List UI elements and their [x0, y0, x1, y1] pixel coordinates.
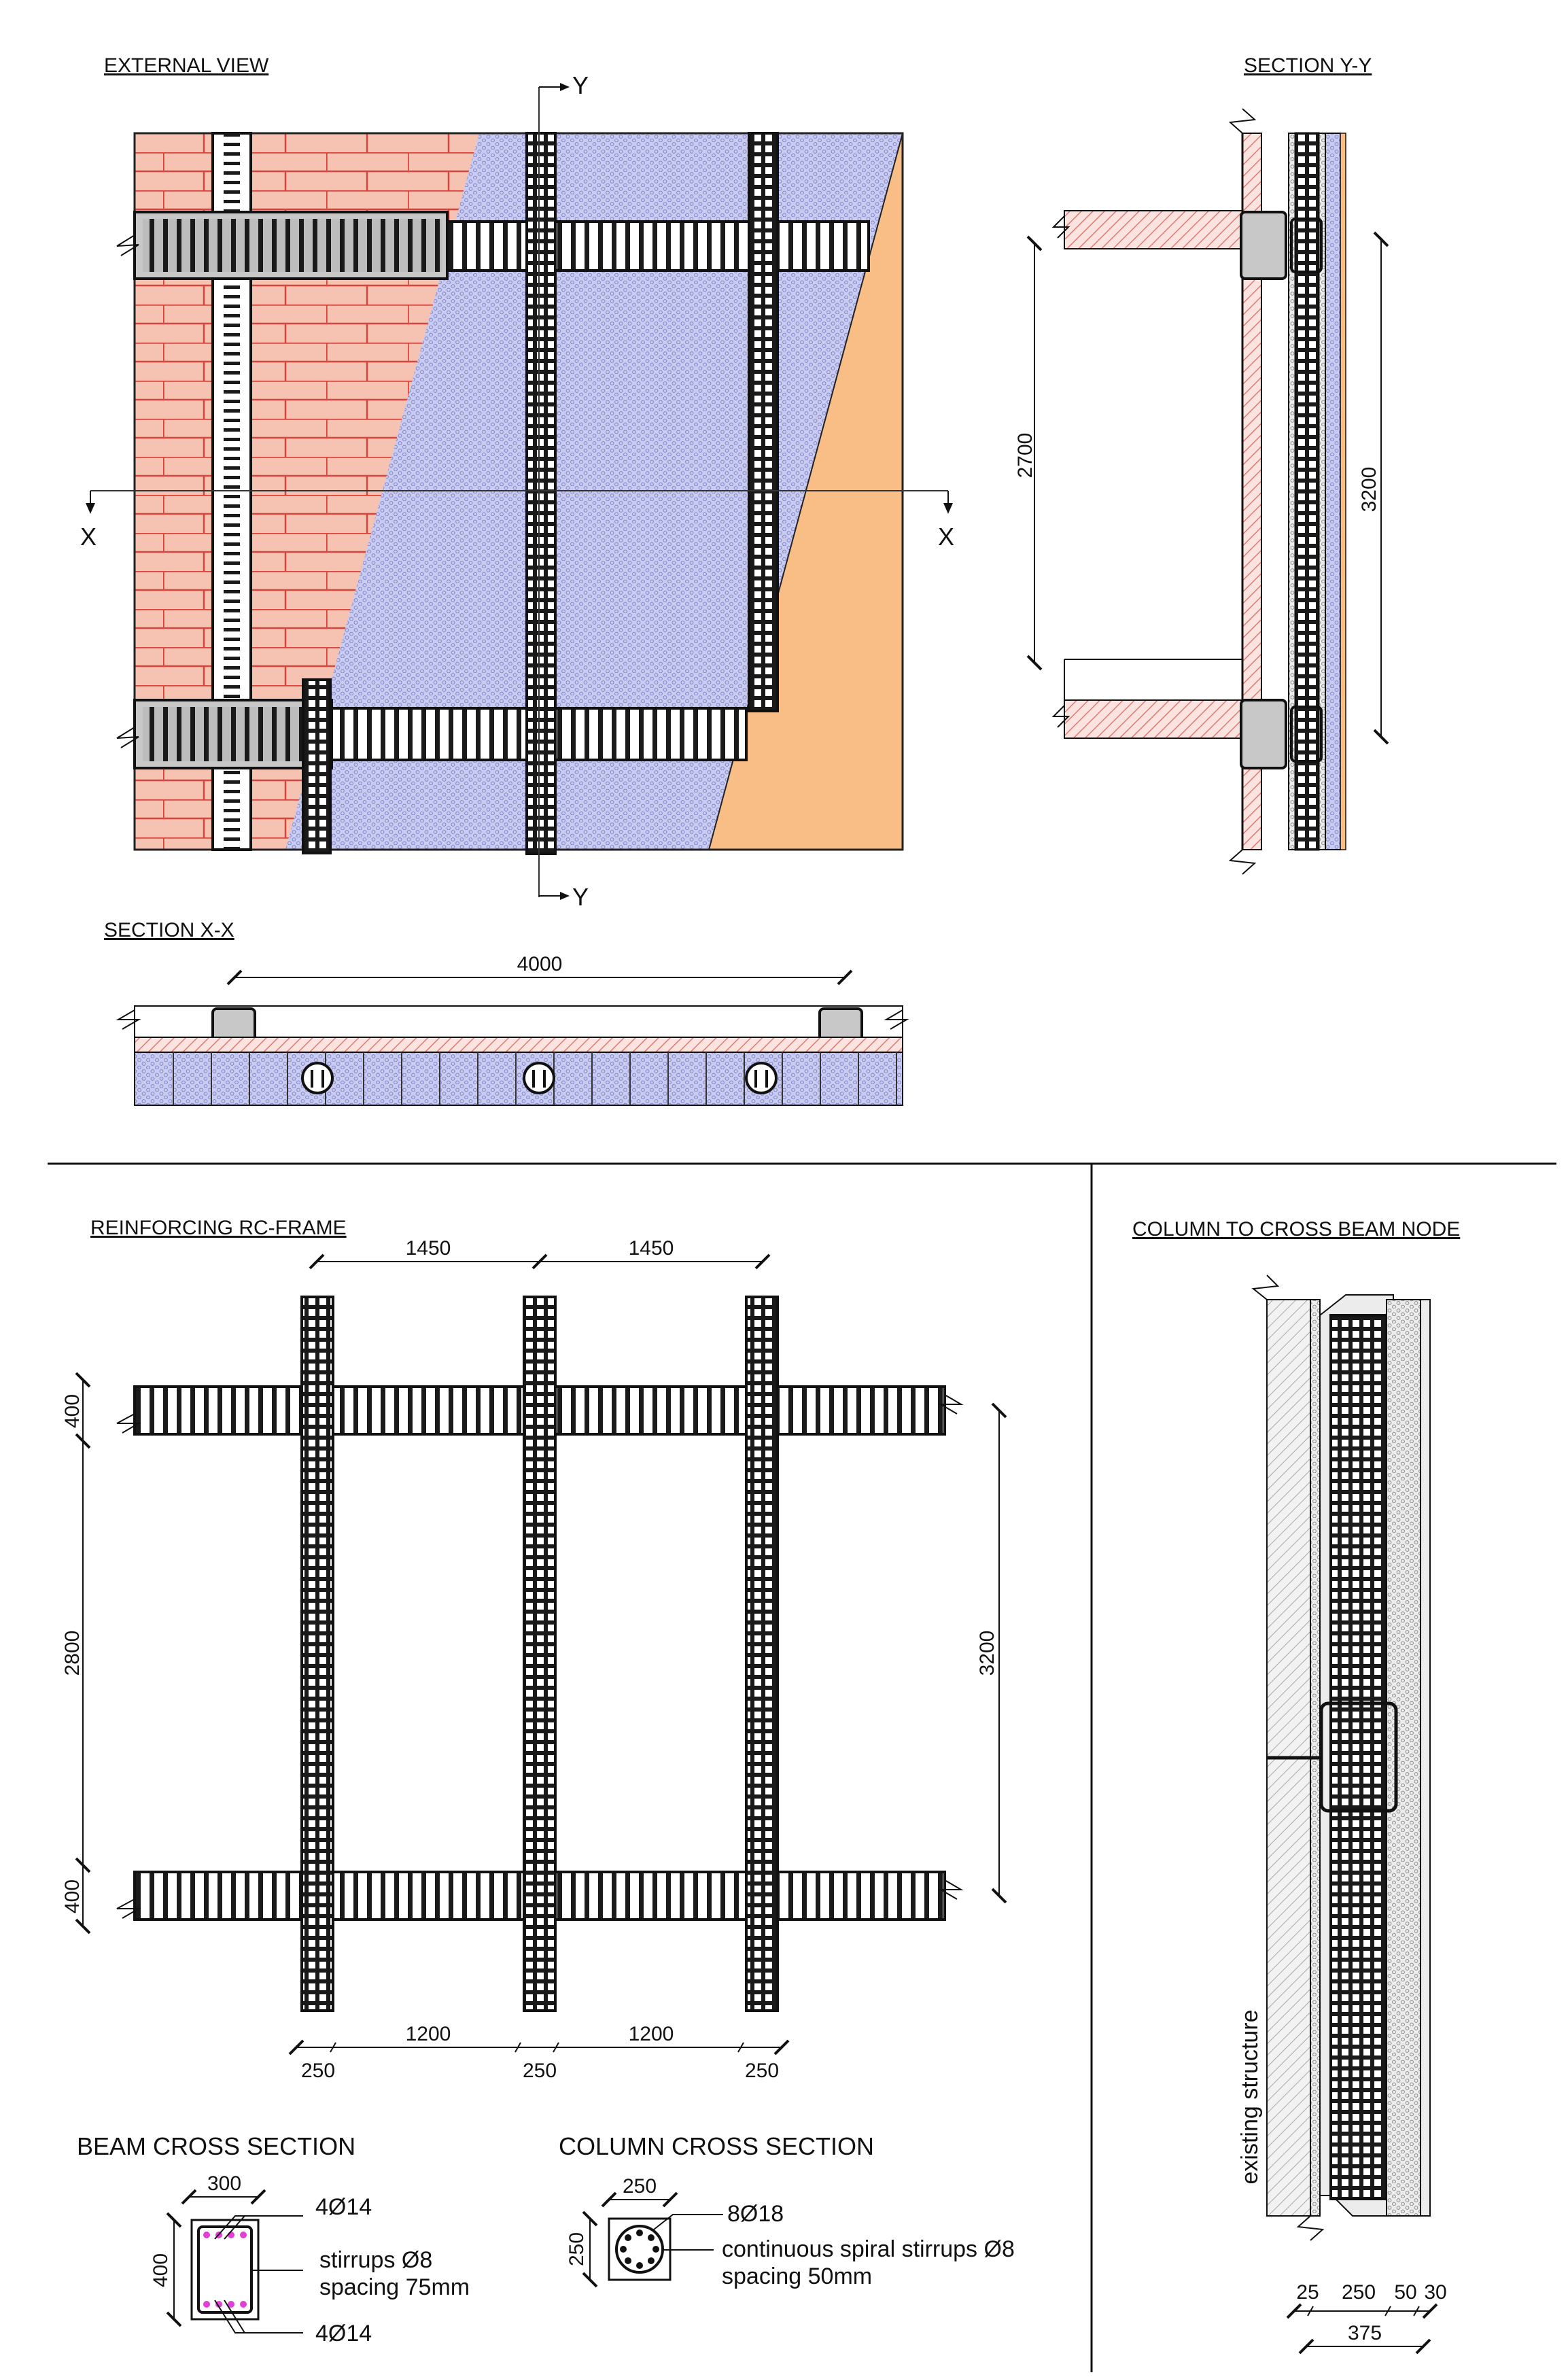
column-cs-title: COLUMN CROSS SECTION	[559, 2132, 874, 2160]
frame-column-3	[745, 1296, 779, 2012]
column-center	[525, 132, 557, 855]
rc-frame-title: REINFORCING RC-FRAME	[90, 1217, 347, 1239]
column-section	[1294, 132, 1320, 851]
node-dim-50: 50	[1394, 2281, 1416, 2304]
column-section-b	[523, 1062, 555, 1094]
dim-2700: 2700	[1014, 433, 1036, 479]
node-column	[1329, 1314, 1388, 2200]
node-dim-25: 25	[1296, 2281, 1319, 2304]
beam-cross-section	[166, 2189, 303, 2333]
beam-top-bars: 4Ø14	[315, 2194, 372, 2220]
dim-250-a: 250	[301, 2060, 335, 2082]
slab-top	[1064, 210, 1243, 249]
section-xx-title: SECTION X-X	[104, 919, 234, 941]
top-beam-new	[446, 220, 870, 272]
column-section-a	[301, 1062, 334, 1094]
external-view-title: EXTERNAL VIEW	[104, 54, 269, 77]
x-label-right: X	[938, 523, 954, 551]
section-yy-drawing	[1026, 108, 1389, 875]
node-title: COLUMN TO CROSS BEAM NODE	[1132, 1218, 1460, 1240]
dim-250-c: 250	[745, 2060, 779, 2082]
x-label-left: X	[80, 523, 97, 551]
column-spiral-1: continuous spiral stirrups Ø8	[722, 2236, 1015, 2262]
column-spiral-2: spacing 50mm	[722, 2263, 872, 2289]
column-width: 250	[623, 2175, 657, 2198]
y-label-bottom: Y	[572, 883, 589, 911]
column-height: 250	[565, 2232, 588, 2266]
dim-400-top: 400	[61, 1394, 84, 1428]
dim-1200-a: 1200	[406, 2023, 451, 2045]
external-view-drawing	[86, 83, 953, 900]
frame-column-2	[523, 1296, 557, 2012]
beam-section-bottom	[1240, 699, 1287, 769]
beam-cs-title: BEAM CROSS SECTION	[77, 2132, 355, 2160]
section-yy-title: SECTION Y-Y	[1244, 54, 1372, 77]
dim-400-bottom: 400	[61, 1879, 84, 1913]
column-cross-section	[582, 2191, 723, 2288]
beam-height: 400	[150, 2253, 172, 2287]
dim-3200-frame: 3200	[976, 1631, 998, 1676]
rc-frame-drawing	[75, 1253, 1007, 2055]
dim-1200-b: 1200	[629, 2023, 674, 2045]
dim-3200: 3200	[1358, 467, 1380, 513]
section-xx-drawing	[116, 969, 909, 1106]
frame-column-1	[300, 1296, 334, 2012]
node-drawing	[1251, 1274, 1438, 2355]
column-right	[748, 132, 779, 712]
beam-stirrups-2: spacing 75mm	[319, 2274, 470, 2300]
column-section-c	[745, 1062, 778, 1094]
dim-4000: 4000	[517, 953, 563, 975]
dim-250-b: 250	[523, 2060, 557, 2082]
dim-2800: 2800	[61, 1631, 84, 1676]
dim-1450-a: 1450	[406, 1237, 451, 1260]
dim-1450-b: 1450	[629, 1237, 674, 1260]
existing-structure-label: existing structure	[1237, 2010, 1263, 2185]
node-dim-375: 375	[1348, 2322, 1382, 2344]
beam-width: 300	[207, 2172, 241, 2195]
beam-bottom-bars: 4Ø14	[315, 2321, 372, 2346]
column-left-partial	[302, 678, 332, 854]
beam-section-top	[1240, 211, 1287, 280]
column-bars: 8Ø18	[727, 2201, 784, 2227]
slab-bottom	[1064, 699, 1243, 739]
node-dim-250: 250	[1342, 2281, 1376, 2304]
beam-stirrups-1: stirrups Ø8	[319, 2247, 432, 2273]
node-dim-30: 30	[1424, 2281, 1446, 2304]
y-label-top: Y	[572, 71, 589, 99]
